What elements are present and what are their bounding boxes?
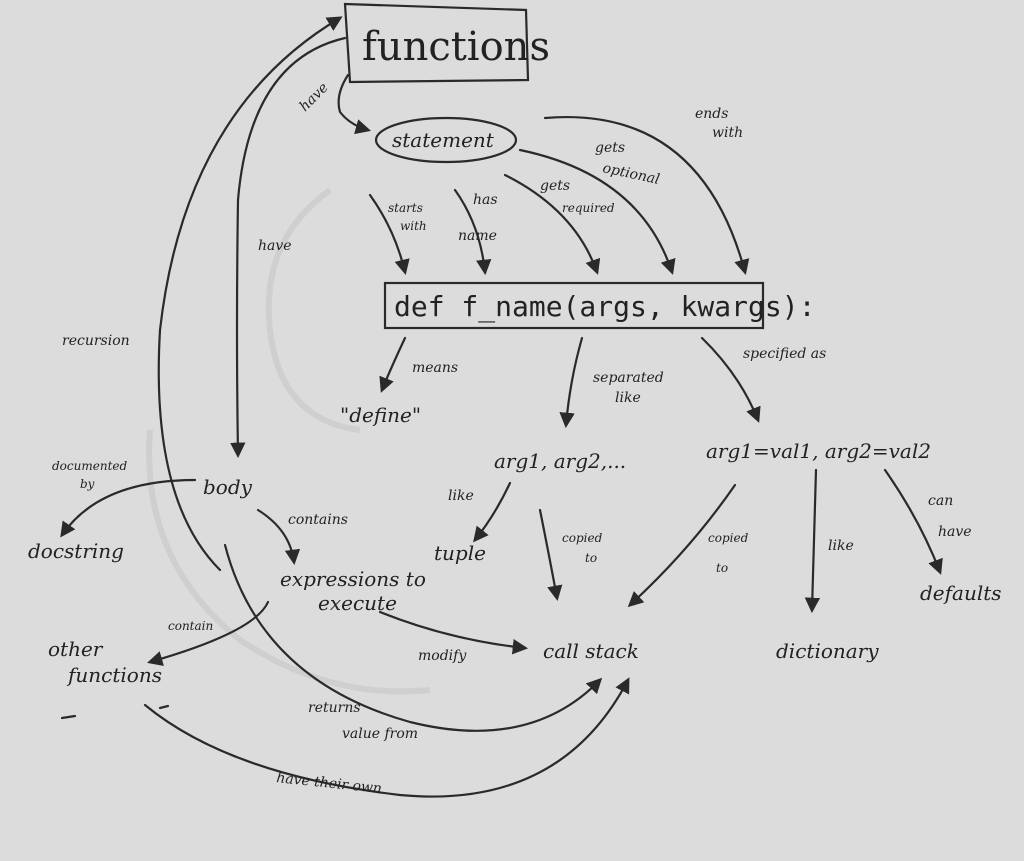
- label-copied-to-1a: copied: [562, 531, 603, 545]
- edge-contain: [147, 600, 270, 667]
- label-have-left: have: [258, 238, 292, 254]
- edge-have-top: [337, 73, 371, 135]
- node-docstring: docstring: [28, 539, 124, 563]
- label-separated-like-2: like: [615, 390, 641, 406]
- edge-ends-with: [543, 116, 750, 275]
- edge-gets-required: [503, 173, 601, 275]
- label-contain: contain: [168, 619, 213, 633]
- edge-starts-with: [368, 193, 410, 275]
- label-modify: modify: [418, 648, 467, 664]
- label-returns-1: returns: [308, 700, 361, 716]
- edge-copied-to-1: [538, 508, 563, 602]
- stray-mark: [158, 704, 170, 710]
- edge-like-dict: [804, 468, 821, 614]
- label-documented-by-1: documented: [52, 459, 127, 473]
- node-define: "define": [340, 403, 421, 427]
- label-ends-with-2: with: [712, 125, 743, 141]
- edge-modify: [378, 610, 529, 655]
- edge-specified-as: [700, 336, 761, 423]
- erased-mark: [265, 187, 361, 433]
- label-can-have-2: have: [938, 524, 972, 540]
- statement-ellipse: [374, 116, 518, 164]
- node-args-list: arg1, arg2,...: [494, 449, 626, 473]
- node-call-stack: call stack: [543, 639, 639, 663]
- label-have-their-own: have their own: [276, 770, 383, 797]
- label-like-tuple: like: [448, 488, 474, 504]
- edge-can-have: [883, 468, 943, 575]
- label-have-top: have: [297, 80, 332, 115]
- label-gets-optional-1: gets: [595, 140, 625, 156]
- node-kwargs-list: arg1=val1, arg2=val2: [706, 439, 931, 463]
- def-box: [383, 281, 765, 330]
- label-has-name-1: has: [473, 192, 498, 208]
- label-separated-like-1: separated: [593, 370, 664, 386]
- label-recursion: recursion: [62, 333, 130, 349]
- edge-copied-to-2: [627, 483, 737, 608]
- label-specified-as: specified as: [743, 346, 826, 362]
- label-can-have-1: can: [928, 493, 953, 509]
- erased-mark: [146, 429, 431, 695]
- label-returns-2: value from: [342, 726, 418, 742]
- label-gets-optional-2: optional: [601, 160, 661, 188]
- label-ends-with-1: ends: [695, 106, 728, 122]
- node-other-line2: functions: [66, 663, 162, 687]
- node-functions: functions: [362, 24, 550, 70]
- label-documented-by-2: by: [80, 477, 95, 491]
- functions-box: [343, 2, 530, 84]
- node-other-line1: other: [48, 637, 104, 661]
- label-gets-required-2: required: [562, 201, 615, 215]
- edge-have-their-own: [143, 677, 630, 798]
- edge-returns: [223, 543, 603, 732]
- node-body: body: [203, 475, 253, 499]
- label-gets-required-1: gets: [540, 178, 570, 194]
- edge-gets-optional: [518, 148, 676, 275]
- node-dictionary: dictionary: [776, 639, 879, 663]
- label-starts-with-1: starts: [388, 201, 423, 215]
- node-expressions-line1: expressions to: [280, 567, 426, 591]
- label-means: means: [412, 360, 458, 376]
- node-statement: statement: [392, 128, 495, 152]
- edge-separated-like: [559, 336, 584, 429]
- node-def: def f_name(args, kwargs):: [394, 290, 815, 324]
- node-expressions-line2: execute: [318, 591, 397, 615]
- label-copied-to-2b: to: [716, 561, 728, 575]
- stray-mark: [60, 714, 77, 720]
- node-tuple: tuple: [434, 541, 486, 565]
- label-has-name-2: name: [458, 228, 497, 244]
- label-contains: contains: [288, 512, 348, 528]
- edge-have-left: [230, 36, 347, 459]
- label-copied-to-1b: to: [585, 551, 597, 565]
- label-starts-with-2: with: [400, 219, 427, 233]
- edge-like-tuple: [473, 481, 512, 543]
- edge-recursion: [157, 16, 343, 572]
- edge-means: [379, 336, 407, 393]
- label-copied-to-2a: copied: [708, 531, 749, 545]
- node-defaults: defaults: [920, 581, 1002, 605]
- edge-has-name: [453, 188, 492, 276]
- edge-documented-by: [60, 478, 197, 538]
- label-like-dict: like: [828, 538, 854, 554]
- edge-contains: [256, 508, 301, 566]
